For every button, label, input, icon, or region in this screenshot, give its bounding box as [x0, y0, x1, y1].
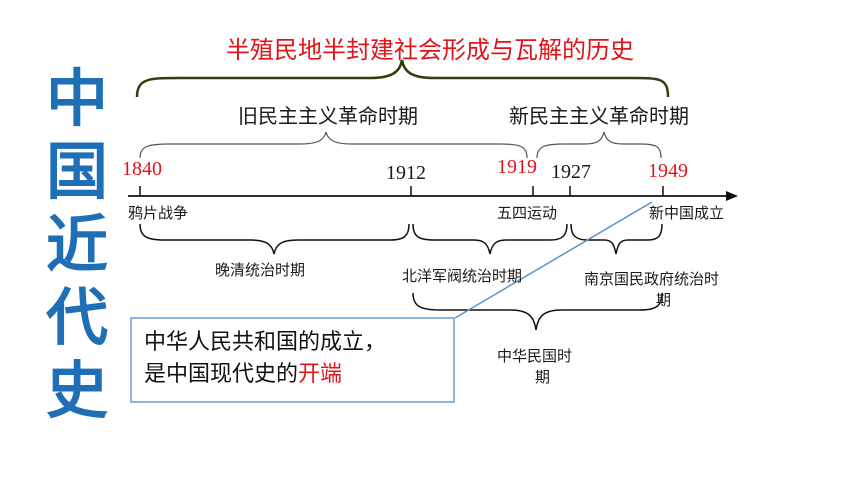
callout-pointer-line	[454, 201, 653, 319]
side-title-char: 国	[45, 135, 108, 208]
beiyang-label: 北洋军阀统治时期	[402, 267, 523, 285]
beiyang-brace	[412, 223, 568, 255]
side-title-char: 近	[45, 208, 108, 281]
year-1949: 1949	[648, 160, 688, 182]
late-qing-label: 晚清统治时期	[215, 261, 306, 279]
roc-label-line1: 中华民国时	[497, 347, 573, 365]
callout-highlight: 开端	[298, 362, 343, 387]
year-1840: 1840	[122, 158, 162, 180]
callout-line2-prefix: 是中国现代史的	[144, 362, 299, 387]
side-title: 中 国 近 代 史	[40, 62, 114, 427]
year-1919: 1919	[497, 156, 537, 178]
side-title-char: 代	[45, 281, 108, 354]
event-opium-war: 鸦片战争	[128, 204, 189, 222]
callout-line1: 中华人民共和国的成立，	[144, 330, 387, 355]
new-democratic-period-label: 新民主主义革命时期	[509, 104, 689, 128]
event-may-fourth: 五四运动	[497, 204, 558, 222]
callout-box: 中华人民共和国的成立， 是中国现代史的开端	[130, 317, 455, 403]
top-brace	[135, 59, 670, 98]
callout-line2: 是中国现代史的开端	[144, 359, 441, 391]
nanjing-label-line1: 南京国民政府统治时	[584, 270, 720, 288]
timeline-arrowhead	[726, 191, 738, 201]
roc-label-line2: 期	[535, 368, 551, 386]
old-democratic-period-label: 旧民主主义革命时期	[238, 104, 418, 128]
late-qing-brace	[139, 223, 410, 255]
nanjing-brace	[570, 223, 663, 255]
nanjing-label-line2: 期	[656, 291, 672, 309]
old-democratic-brace	[139, 131, 528, 159]
event-new-china: 新中国成立	[649, 204, 725, 222]
side-title-char: 中	[45, 62, 108, 135]
new-democratic-brace	[536, 131, 662, 159]
year-1912: 1912	[386, 162, 426, 184]
side-title-char: 史	[45, 354, 108, 427]
year-1927: 1927	[551, 161, 591, 183]
roc-brace	[412, 292, 663, 331]
top-title: 半殖民地半封建社会形成与瓦解的历史	[226, 36, 634, 64]
